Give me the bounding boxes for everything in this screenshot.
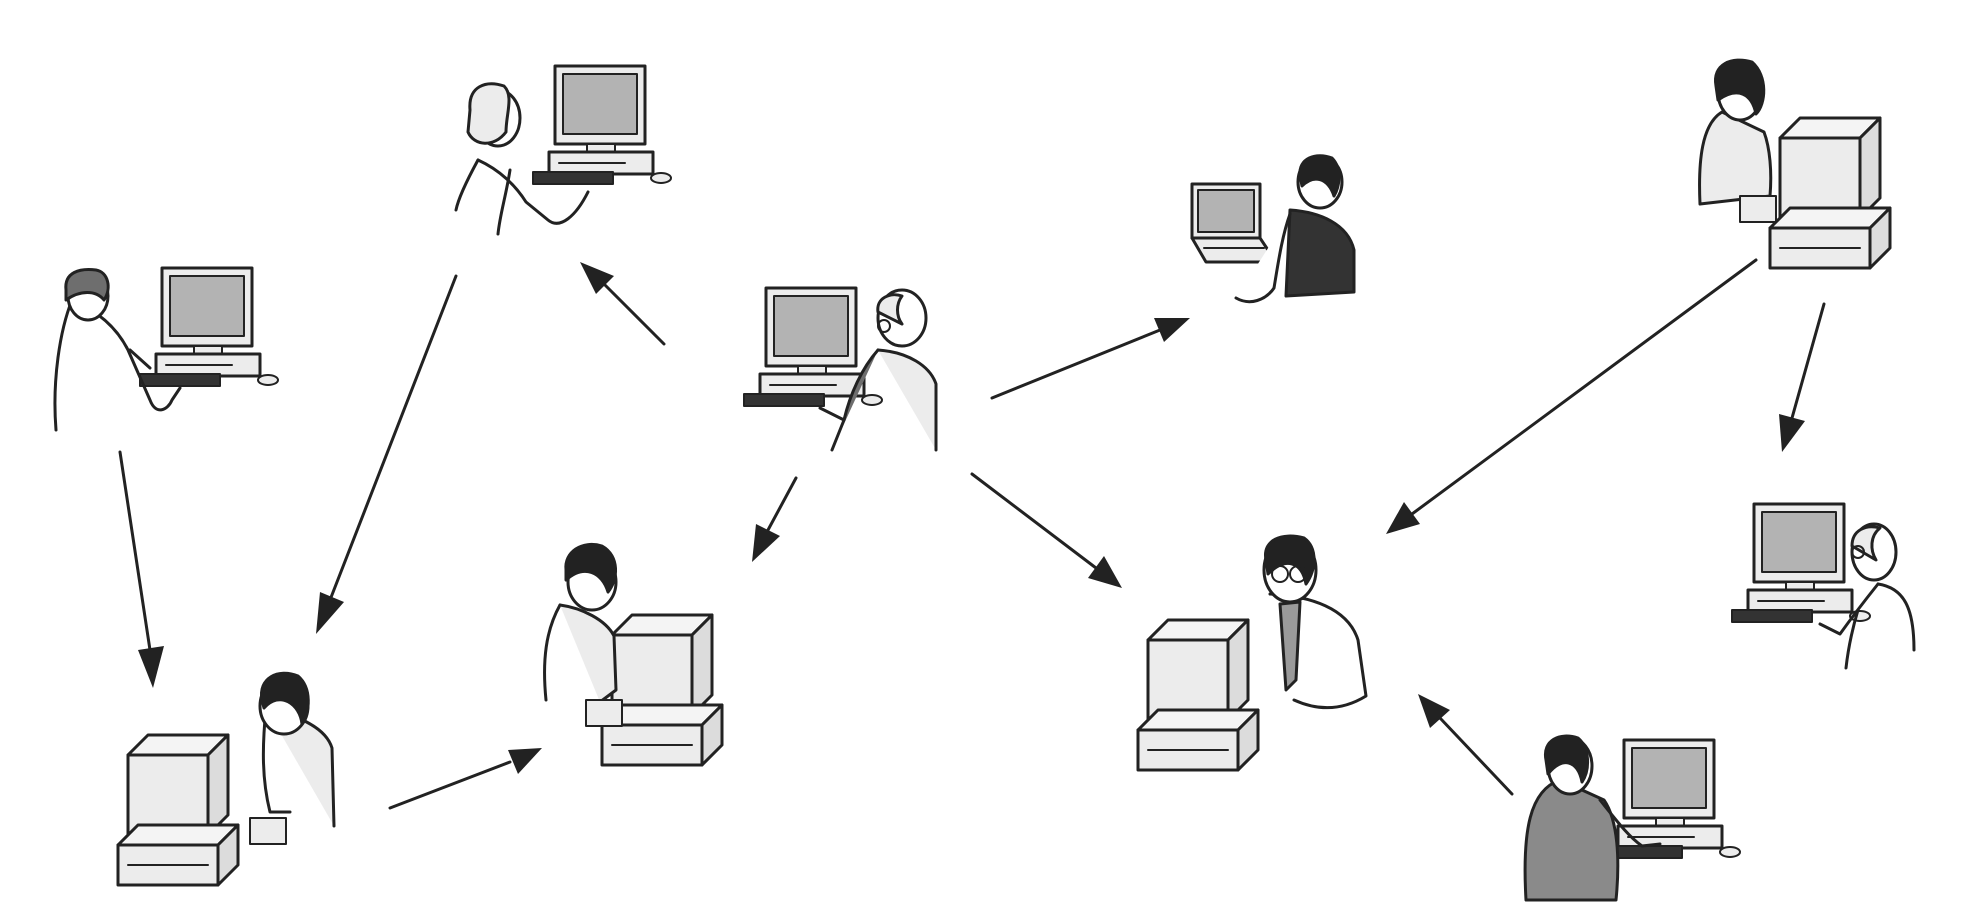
arrow-head-icon (752, 524, 780, 562)
arrow-head-icon (316, 592, 344, 634)
person-2-at-desktop-icon (454, 64, 673, 236)
person-9-at-desktop-icon (1730, 502, 1916, 670)
arrow-person-8-to-person-7 (1410, 258, 1758, 516)
person-10-at-desktop-icon (1523, 734, 1742, 902)
arrow-person-1-to-person-3 (118, 450, 152, 652)
arrow-person-3-to-person-4 (388, 760, 512, 810)
person-3-at-crt-computer-icon (116, 671, 336, 887)
person-4-at-crt-computer-icon (543, 543, 724, 767)
arrow-head-icon (508, 748, 542, 774)
arrow-head-icon (1779, 414, 1805, 452)
person-1-at-desktop-icon (53, 266, 280, 432)
arrow-person-5-to-person-6 (990, 328, 1162, 400)
arrow-head-icon (138, 646, 164, 688)
person-6-with-laptop-icon (1190, 154, 1356, 304)
arrow-head-icon (580, 262, 614, 294)
person-5-at-desktop-icon (742, 286, 938, 452)
person-8-at-crt-computer-icon (1698, 58, 1892, 270)
arrow-head-icon (1386, 502, 1420, 534)
person-7-at-crt-computer-icon (1136, 534, 1368, 772)
arrow-head-icon (1418, 694, 1450, 728)
arrows-layer (118, 258, 1826, 810)
arrow-head-icon (1154, 318, 1190, 342)
arrow-person-5-to-person-4 (766, 476, 798, 532)
arrow-head-icon (1088, 556, 1122, 588)
arrow-person-10-to-person-7 (1438, 716, 1514, 796)
arrow-person-2-to-person-3 (328, 274, 458, 602)
arrow-person-5-to-person-2 (602, 282, 666, 346)
arrow-person-8-to-person-9 (1790, 302, 1826, 420)
arrow-person-5-to-person-7 (970, 472, 1098, 570)
